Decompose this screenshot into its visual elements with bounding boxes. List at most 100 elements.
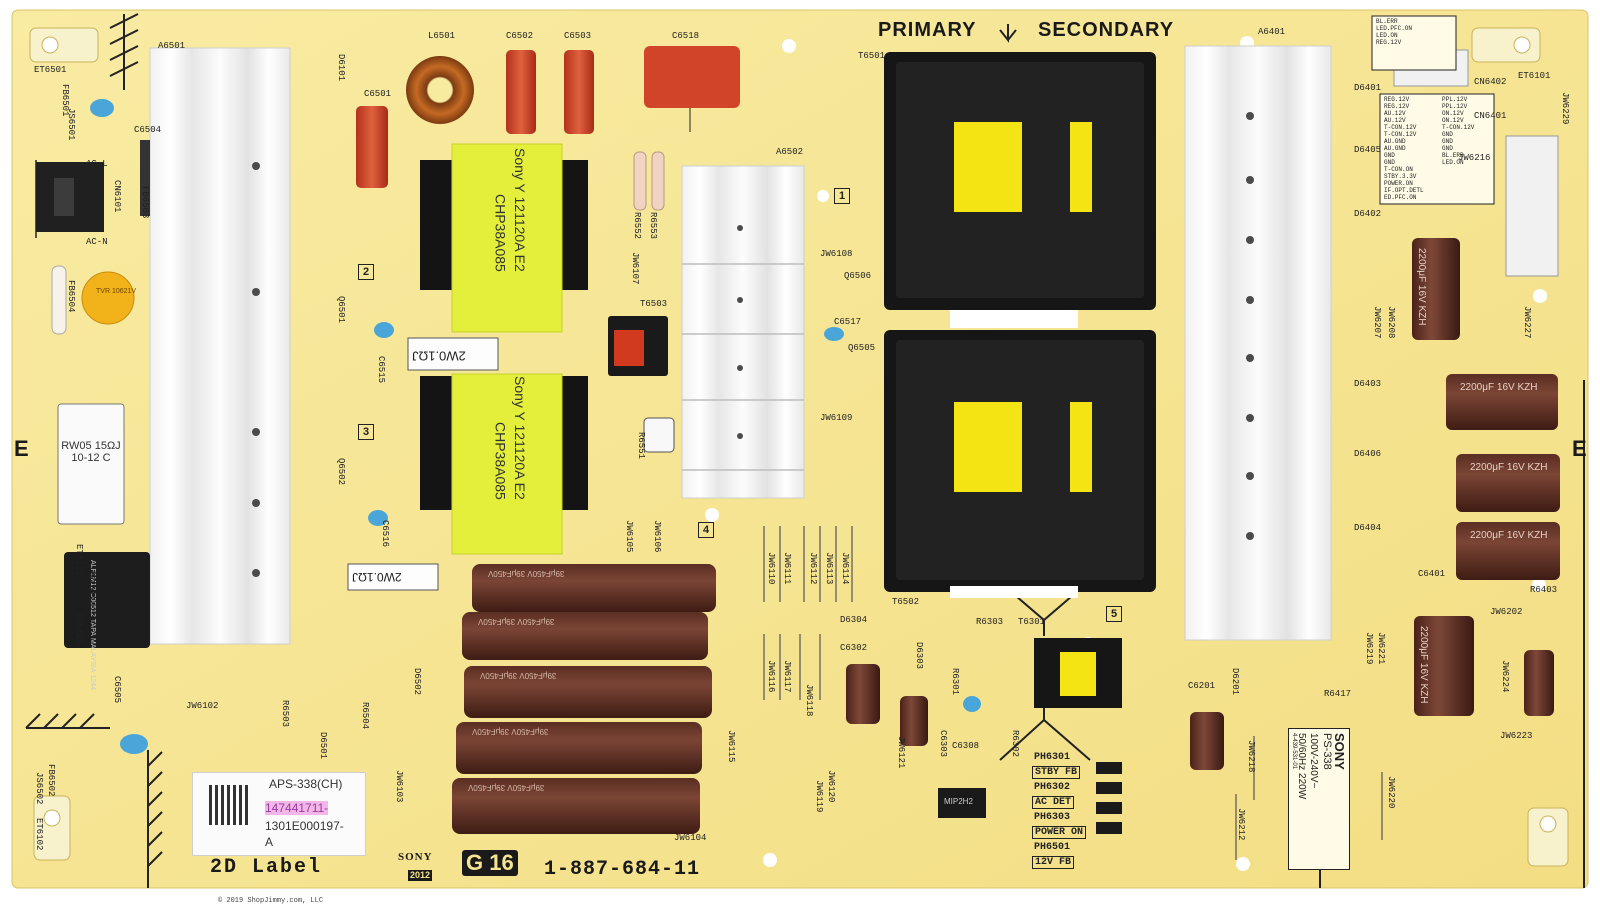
cn6401-pin-label: AU.12V — [1384, 110, 1406, 117]
primary-capacitor-print: 39μF450V 39μF450V — [480, 670, 557, 680]
ref-c6518: C6518 — [672, 31, 700, 41]
sticker-rev: A — [265, 835, 274, 849]
ref-r6403: R6403 — [1530, 585, 1558, 595]
cn6401-pin-label: GND — [1384, 159, 1395, 166]
ph6301-id: PH6301 — [1034, 752, 1071, 763]
cn6401-pin-label: AU.12V — [1384, 117, 1406, 124]
label-2d: 2D Label — [210, 856, 323, 879]
ref-l6501: L6501 — [428, 31, 456, 41]
cn6401-pin-label: POWER.ON — [1384, 180, 1413, 187]
ref-q6501: Q6501 — [336, 296, 346, 324]
ph6303-id: PH6303 — [1034, 812, 1071, 823]
ref-jw6114: JW6114 — [840, 552, 850, 585]
ref-c6401: C6401 — [1418, 569, 1446, 579]
ref-t6503: T6503 — [640, 299, 668, 309]
cn6401-pin-label: T-CON.12V — [1384, 131, 1417, 138]
board-part-number: 1-887-684-11 — [544, 858, 701, 881]
sticker-model: APS-338(CH) — [269, 777, 343, 791]
header-secondary: SECONDARY — [1038, 19, 1175, 41]
ref-q6505: Q6505 — [848, 343, 876, 353]
ref-jw6120: JW6120 — [826, 770, 836, 803]
ph6501-id: PH6501 — [1034, 842, 1071, 853]
ref-cn6401: CN6401 — [1474, 111, 1507, 121]
ref-fb6504: FB6504 — [66, 280, 76, 313]
relay-line-2: C00512 — [89, 592, 96, 617]
ref-jw6119: JW6119 — [814, 780, 824, 813]
ref-c6517: C6517 — [834, 317, 862, 327]
ref-fb6502: FB6502 — [46, 764, 56, 797]
relay-print: ALF1M12 C00512 TAPA MALAYSIA 1244 — [72, 560, 96, 690]
ph6303-name: POWER ON — [1032, 826, 1087, 839]
resistor-r6101-print: RW05 15ΩJ 10-12 C — [60, 440, 122, 464]
ref-d6406: D6406 — [1354, 449, 1382, 459]
cert-code: 4-439-531-01 — [1291, 733, 1297, 770]
cert-brand: SONY — [1332, 733, 1347, 770]
ref-jw6212: JW6212 — [1236, 808, 1246, 841]
cn6401-pin-label: ON.12V — [1442, 110, 1464, 117]
ref-jw6220: JW6220 — [1386, 776, 1396, 809]
cn6402-pin-label: REG.12V — [1376, 39, 1402, 46]
r6101-line2: 10-12 C — [71, 452, 111, 465]
cn6402-pin-label: BL.ERR — [1376, 18, 1398, 25]
ref-jw6104: JW6104 — [674, 833, 707, 843]
transformer-l6502-print: CHP38A085 Sony Y 121120A E2 — [492, 148, 528, 328]
ref-d6404: D6404 — [1354, 523, 1382, 533]
ref-jw6219: JW6219 — [1364, 632, 1374, 665]
ref-d6201: D6201 — [1230, 668, 1240, 696]
ref-et6102: ET6102 — [34, 818, 44, 851]
ref-jw6115: JW6115 — [726, 730, 736, 763]
ref-jw6224: JW6224 — [1500, 660, 1510, 693]
ref-r6553: R6553 — [648, 212, 658, 240]
transformer-l6503-print: CHP38A085 Sony Y 121120A E2 — [492, 376, 528, 556]
cn6402-pin-label: LED.PFC.ON — [1376, 25, 1413, 32]
ref-c6516: C6516 — [380, 520, 390, 548]
cn6401-pin-label: T-CON.ON — [1384, 166, 1413, 173]
ref-d6402: D6402 — [1354, 209, 1382, 219]
secondary-capacitor-print: 2200μF 16V KZH — [1470, 530, 1548, 541]
secondary-capacitor-print: 2200μF 16V KZH — [1460, 382, 1538, 393]
cn6401-pin-label: REG.12V — [1384, 96, 1410, 103]
ref-jw6102: JW6102 — [186, 701, 219, 711]
sticker-serial: 147441711- — [265, 801, 329, 815]
year-mark: 2012 — [408, 870, 433, 881]
ref-et6122: ET6122 — [74, 544, 84, 577]
ref-jw6121: JW6121 — [896, 736, 906, 769]
cn6401-pin-label: ON.12V — [1442, 117, 1464, 124]
secondary-capacitor-print: 2200μF 16V KZH — [1416, 248, 1427, 326]
l6503-line2: Sony Y 121120A E2 — [512, 376, 529, 500]
ref-jw6223: JW6223 — [1500, 731, 1533, 741]
ref-js6502: JS6502 — [34, 772, 44, 805]
ref-jw6117: JW6117 — [782, 660, 792, 693]
ph6301-name: STBY FB — [1032, 766, 1081, 779]
section-number-1: 1 — [834, 188, 850, 204]
ref-jw6118: JW6118 — [804, 684, 814, 717]
primary-capacitor-print: 39μF450V 39μF450V — [478, 616, 555, 626]
ref-q6506: Q6506 — [844, 271, 872, 281]
certification-block: SONY PS-338 100V-240V~ 50/60Hz 220W 4-43… — [1288, 728, 1350, 870]
ref-et6123: ET6123 — [74, 612, 84, 645]
cn6401-pin-label: GND — [1384, 152, 1395, 159]
ref-jw6107: JW6107 — [630, 252, 640, 285]
cn6401-pin-label: T-CON.12V — [1442, 124, 1475, 131]
ref-c6502: C6502 — [506, 31, 534, 41]
ref-jw6113: JW6113 — [824, 552, 834, 585]
cert-freq: 50/60Hz 220W — [1296, 733, 1307, 800]
ref-ac-n: AC-N — [86, 237, 108, 247]
cn6401-pin-label: STBY.3.3V — [1384, 173, 1417, 180]
ref-cn6101: CN6101 — [112, 180, 122, 213]
sticker-lot: 1301E000197- — [265, 819, 344, 833]
ph6302-id: PH6302 — [1034, 782, 1071, 793]
ref-r6301: R6301 — [950, 668, 960, 696]
primary-capacitor-body — [472, 564, 716, 612]
sticker-serial-text: 147441711- — [265, 801, 329, 815]
l6503-line1: CHP38A085 — [492, 421, 509, 500]
ph6501-name: 12V FB — [1032, 856, 1075, 869]
ref-c6501: C6501 — [364, 89, 392, 99]
relay-line-5: 1244 — [89, 674, 96, 691]
ref-jw6112: JW6112 — [808, 552, 818, 585]
ref-jw6109: JW6109 — [820, 413, 853, 423]
qr-code — [209, 785, 249, 825]
